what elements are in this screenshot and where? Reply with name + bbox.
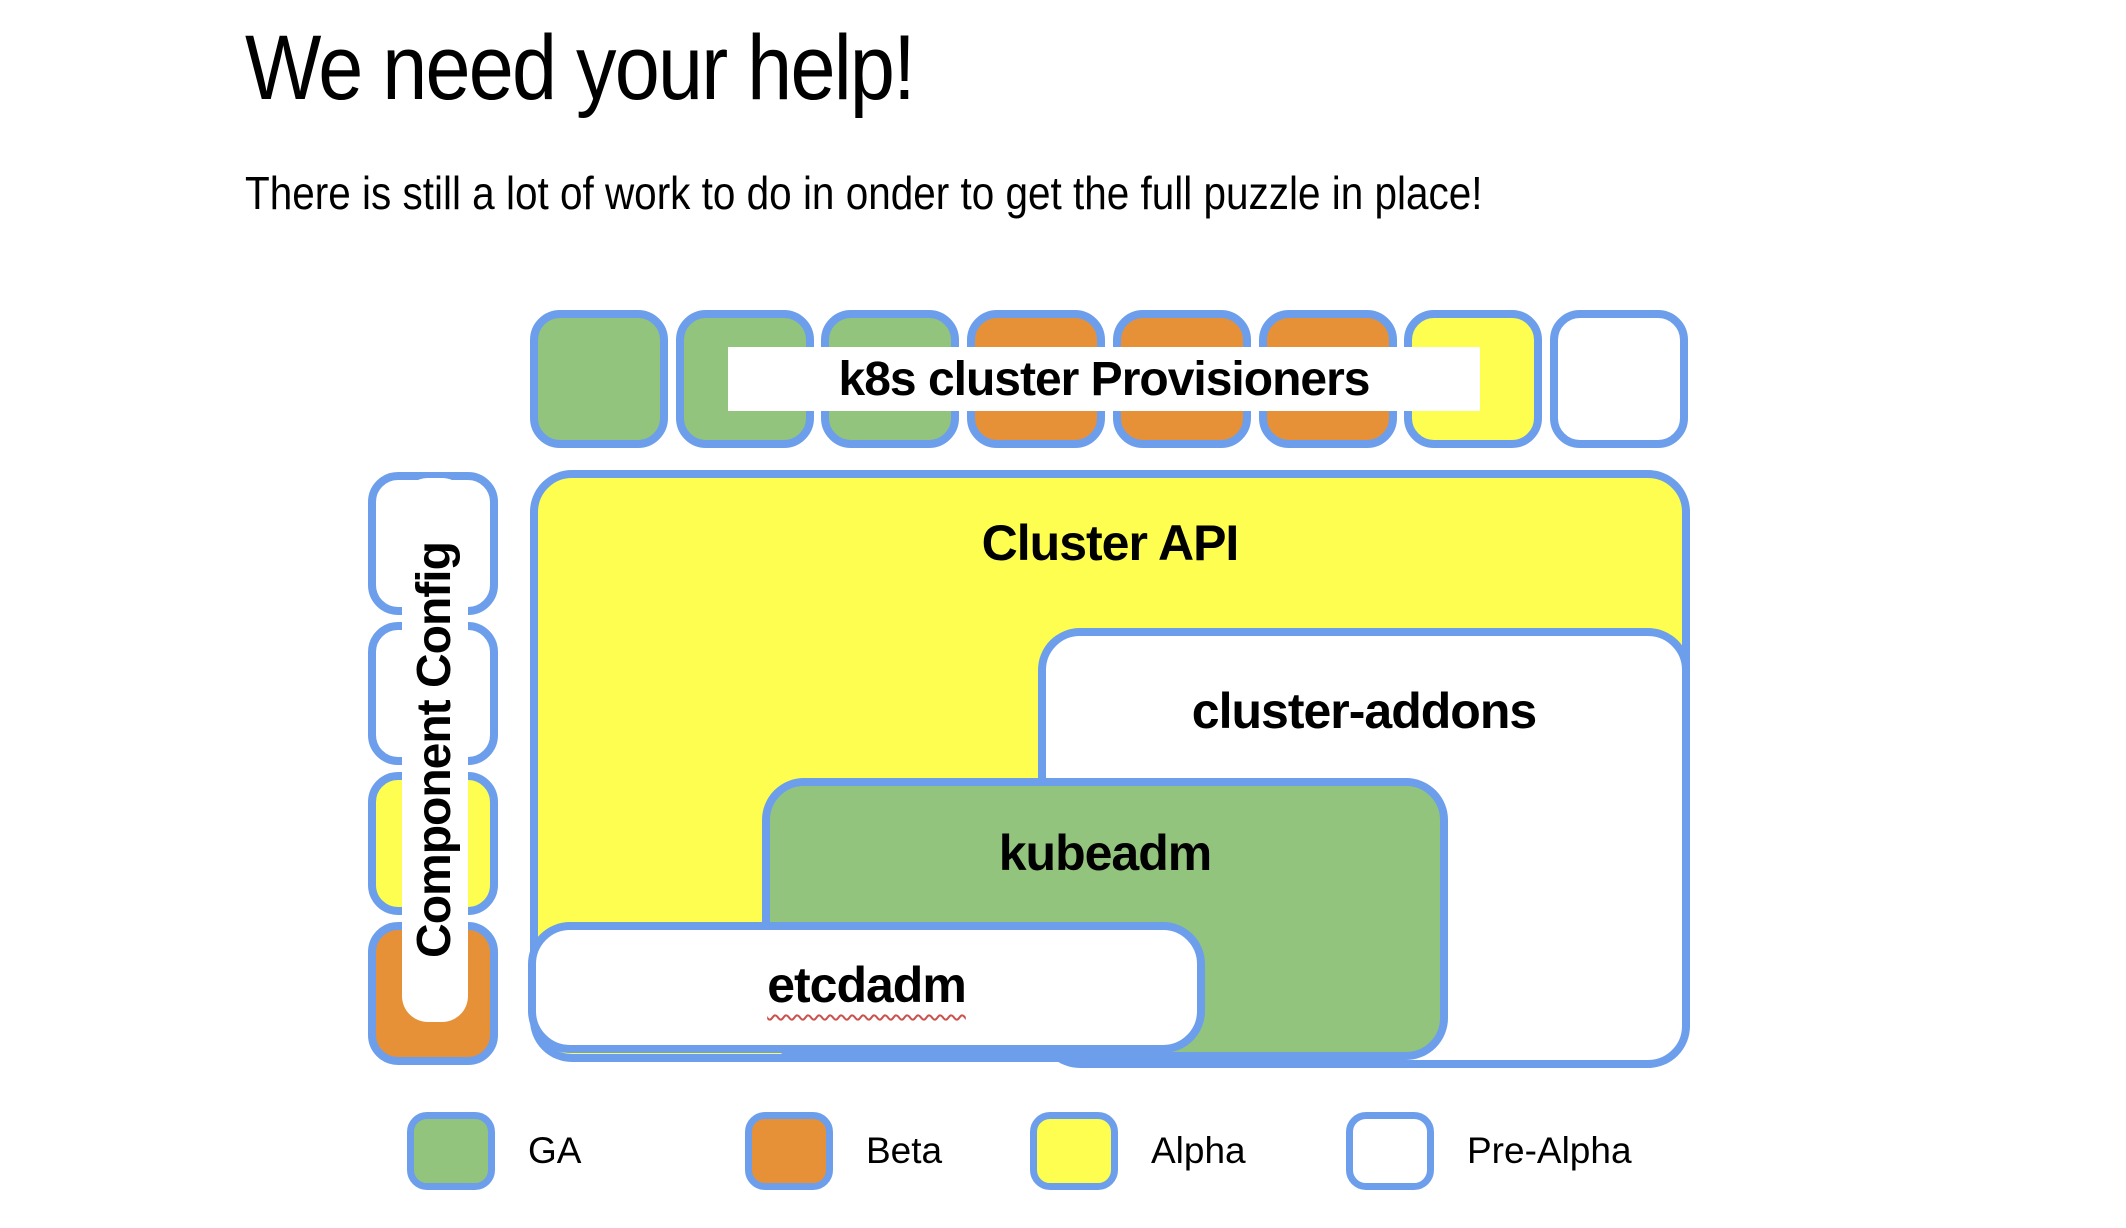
cluster-api-label: Cluster API xyxy=(981,515,1240,571)
legend-item-alpha: Alpha xyxy=(1030,1112,1246,1190)
legend-item-pre-alpha: Pre-Alpha xyxy=(1346,1112,1632,1190)
component-config-column xyxy=(368,472,498,1065)
provisioner-square-8 xyxy=(1549,310,1688,448)
etcdadm-label: etcdadm xyxy=(536,956,1197,1014)
page-subtitle: There is still a lot of work to do in on… xyxy=(245,167,1483,219)
legend-label-ga: GA xyxy=(528,1130,582,1171)
kubeadm-label: kubeadm xyxy=(998,825,1213,881)
provisioners-row: k8s cluster Provisioners xyxy=(530,310,1688,448)
legend-swatch-pre-alpha xyxy=(1346,1112,1434,1190)
etcdadm-label-text: etcdadm xyxy=(767,957,967,1013)
legend-swatch-ga xyxy=(407,1112,495,1190)
legend-item-beta: Beta xyxy=(745,1112,942,1190)
etcdadm-box: etcdadm xyxy=(528,922,1205,1053)
legend-swatch-beta xyxy=(745,1112,833,1190)
legend-item-ga: GA xyxy=(407,1112,581,1190)
component-config-label: Component Config xyxy=(408,542,461,958)
component-config-label-band xyxy=(402,478,468,1022)
legend-swatch-alpha xyxy=(1030,1112,1118,1190)
provisioners-label: k8s cluster Provisioners xyxy=(838,352,1371,406)
provisioners-label-band: k8s cluster Provisioners xyxy=(728,347,1480,411)
legend-label-beta: Beta xyxy=(866,1130,943,1171)
cluster-addons-label: cluster-addons xyxy=(1191,683,1537,739)
legend-label-pre-alpha: Pre-Alpha xyxy=(1467,1130,1632,1171)
page-title: We need your help! xyxy=(245,17,916,119)
provisioner-square-1 xyxy=(530,310,668,448)
legend-label-alpha: Alpha xyxy=(1151,1130,1246,1171)
